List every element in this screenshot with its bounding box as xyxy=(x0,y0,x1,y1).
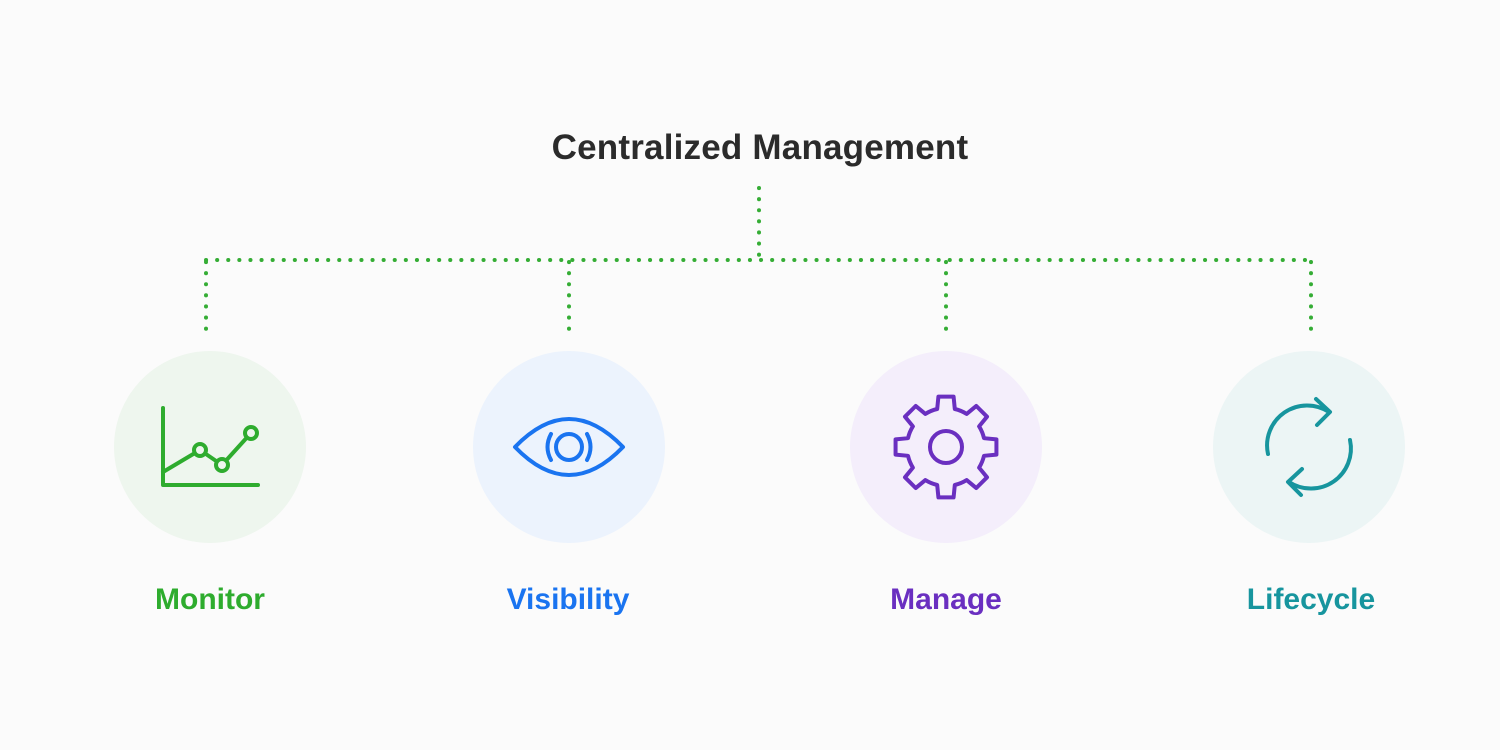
line-chart-icon xyxy=(161,406,260,487)
manage-node xyxy=(850,351,1042,543)
gear-icon xyxy=(893,394,999,500)
eye-icon xyxy=(513,417,625,477)
visibility-node xyxy=(473,351,665,543)
manage-label: Manage xyxy=(890,583,1002,616)
diagram-title: Centralized Management xyxy=(551,128,969,167)
monitor-label: Monitor xyxy=(155,583,265,616)
monitor-node xyxy=(114,351,306,543)
refresh-icon xyxy=(1265,397,1353,497)
visibility-label: Visibility xyxy=(506,583,630,616)
lifecycle-label: Lifecycle xyxy=(1246,583,1376,616)
lifecycle-node xyxy=(1213,351,1405,543)
